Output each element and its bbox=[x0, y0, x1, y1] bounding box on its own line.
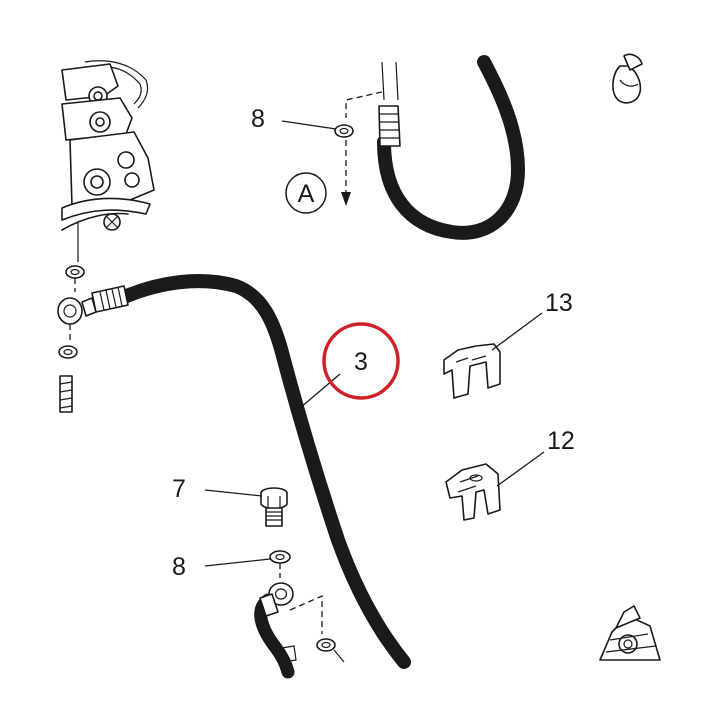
highlight-circle bbox=[322, 322, 400, 400]
washer-8-bottom bbox=[269, 550, 291, 578]
direction-arrow-a bbox=[341, 140, 351, 206]
brake-hose-3 bbox=[81, 274, 411, 669]
callout-8-bottom: 8 bbox=[172, 553, 186, 581]
leader-8-bottom bbox=[204, 558, 271, 567]
washer-8-top bbox=[334, 124, 354, 138]
upper-brake-hose bbox=[345, 55, 525, 240]
leader-13 bbox=[491, 312, 543, 351]
brake-caliper bbox=[599, 605, 661, 661]
callout-13: 13 bbox=[545, 289, 573, 317]
lower-brake-hose bbox=[254, 582, 345, 679]
callout-3: 3 bbox=[354, 348, 368, 376]
hose-clip-top-right bbox=[612, 53, 643, 104]
master-cylinder-assembly bbox=[57, 60, 155, 413]
banjo-bolt-7 bbox=[260, 487, 288, 527]
callout-12: 12 bbox=[547, 427, 575, 455]
hose-clip-12 bbox=[445, 463, 501, 521]
leader-3 bbox=[299, 373, 341, 409]
callout-8-top: 8 bbox=[251, 105, 265, 133]
view-a-label: A bbox=[298, 180, 315, 208]
view-a-circle bbox=[285, 172, 327, 214]
leader-8-top bbox=[281, 120, 337, 130]
hose-clip-13 bbox=[443, 343, 501, 399]
leader-7 bbox=[204, 489, 263, 497]
leader-12 bbox=[496, 451, 545, 487]
callout-7: 7 bbox=[172, 475, 186, 503]
